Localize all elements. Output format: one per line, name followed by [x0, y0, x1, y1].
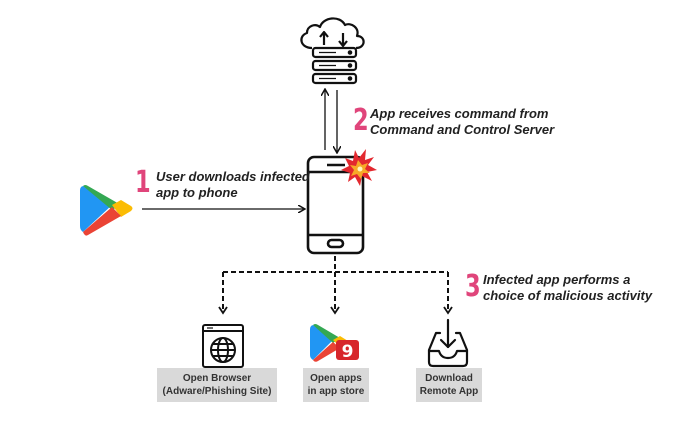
step-3-text-line2: choice of malicious activity	[483, 288, 653, 303]
play-store-with-app-icon: 9	[310, 324, 359, 362]
branch-lines	[222, 256, 449, 311]
browser-globe-icon	[202, 324, 244, 368]
outcome-open-browser: Open Browser (Adware/Phishing Site)	[157, 368, 277, 402]
branch-arrowhead	[218, 306, 228, 315]
outcome-open-apps: Open apps in app store	[303, 368, 369, 402]
step-2-text-line1: App receives command from	[370, 106, 549, 121]
step-1-text-line1: User downloads infected	[156, 169, 310, 184]
outcome-open-apps-line1: Open apps	[310, 373, 362, 384]
step-3-text-line1: Infected app performs a	[483, 272, 631, 287]
cloud-server-icon	[300, 17, 365, 85]
branch-arrowhead	[443, 306, 453, 315]
outcome-download-line1: Download	[425, 373, 473, 384]
google-play-icon	[80, 185, 133, 236]
outcome-open-apps-line2: in app store	[307, 386, 365, 397]
step-3-number: 3	[465, 269, 481, 304]
outcome-open-browser-line1: Open Browser	[182, 373, 252, 384]
outcome-download-remote-app: Download Remote App	[416, 368, 482, 402]
step-2-text-line2: Command and Control Server	[370, 122, 555, 137]
step-2-number: 2	[353, 103, 369, 138]
branch-arrowhead	[330, 306, 340, 315]
outcome-download-line2: Remote App	[419, 386, 479, 397]
step-1-text-line2: app to phone	[156, 185, 238, 200]
outcome-open-browser-line2: (Adware/Phishing Site)	[162, 386, 272, 397]
step-1-number: 1	[135, 165, 151, 200]
download-tray-icon	[427, 318, 469, 368]
svg-text:9: 9	[342, 342, 354, 362]
explosion-icon	[341, 149, 377, 186]
